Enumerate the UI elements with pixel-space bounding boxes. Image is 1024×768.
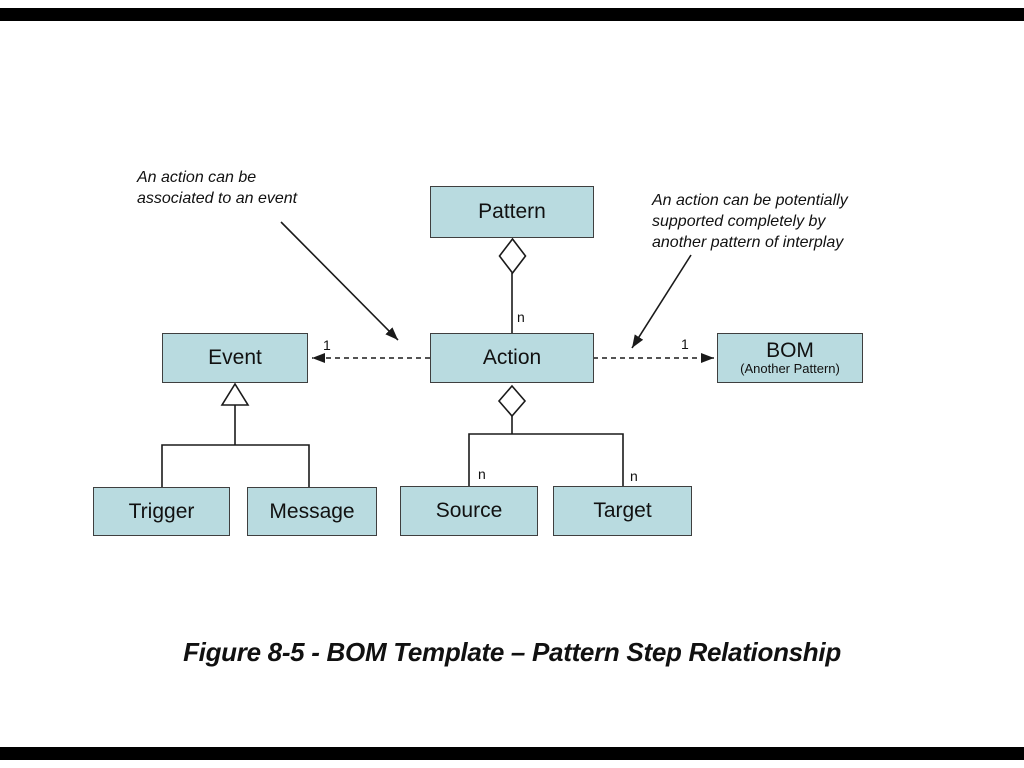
bom-label: BOM — [766, 338, 814, 362]
multiplicity-action-target: n — [630, 468, 638, 484]
multiplicity-action-source: n — [478, 466, 486, 482]
trigger-label: Trigger — [128, 499, 195, 523]
multiplicity-action-bom: 1 — [681, 336, 689, 352]
left-annotation-arrow — [280, 221, 399, 341]
figure-caption: Figure 8-5 - BOM Template – Pattern Step… — [183, 637, 841, 667]
top-black-bar — [0, 8, 1024, 21]
aggregation-diamond-icon — [498, 237, 527, 275]
annotation-left: An action can be associated to an event — [137, 169, 298, 207]
source-label: Source — [435, 499, 503, 523]
event-tree-branch-line — [161, 444, 310, 487]
bom-sublabel: (Another Pattern) — [740, 361, 840, 377]
class-box-trigger: Trigger — [93, 487, 230, 536]
class-box-bom: BOM (Another Pattern) — [717, 333, 863, 383]
class-box-source: Source — [400, 486, 538, 536]
class-box-event: Event — [162, 333, 308, 383]
aggregation-diamond-icon — [497, 384, 527, 418]
action-label: Action — [482, 346, 542, 370]
action-tree-branch-line — [468, 433, 624, 486]
class-box-pattern: Pattern — [430, 186, 594, 238]
multiplicity-pattern-action: n — [517, 309, 525, 325]
class-box-action: Action — [430, 333, 594, 383]
right-annotation-arrow — [631, 254, 692, 349]
pattern-label: Pattern — [478, 200, 546, 224]
bottom-black-bar — [0, 747, 1024, 760]
annotation-right: An action can be potentially supported c… — [652, 192, 848, 251]
message-label: Message — [269, 499, 355, 523]
multiplicity-event-action: 1 — [323, 337, 331, 353]
target-label: Target — [593, 499, 652, 523]
class-box-target: Target — [553, 486, 692, 536]
class-box-message: Message — [247, 487, 377, 536]
inheritance-triangle-icon — [220, 382, 250, 406]
event-label: Event — [208, 346, 262, 370]
